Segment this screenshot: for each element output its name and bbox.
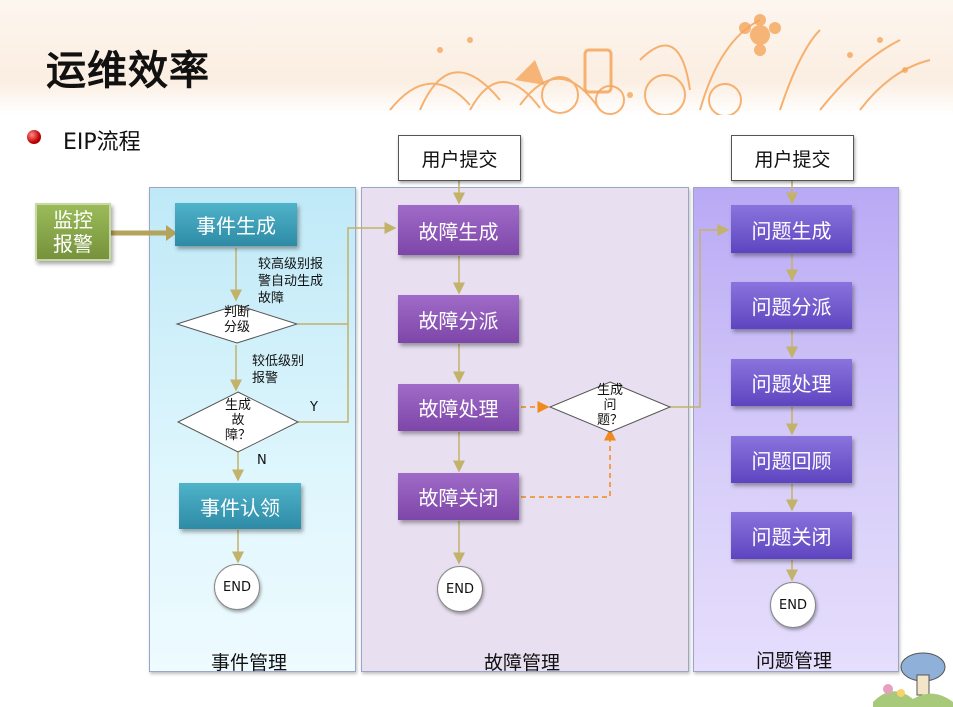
judge-diamond bbox=[175, 304, 299, 344]
decorative-mushroom-illustration bbox=[873, 652, 953, 707]
high-level-alarm-note: 较高级别报 警自动生成 故障 bbox=[258, 256, 323, 307]
judge-diamond-label: 判断 分级 bbox=[207, 305, 267, 335]
event-end-node: END bbox=[214, 564, 260, 610]
gen-fault-line3: 障？ bbox=[224, 428, 251, 443]
fault-lane-label: 故障管理 bbox=[484, 652, 561, 674]
monitoring-alarm-line2: 报警 bbox=[53, 232, 93, 256]
event-claim-box: 事件认领 bbox=[179, 483, 301, 529]
judge-line2: 分级 bbox=[223, 320, 250, 335]
fault-create-box: 故障生成 bbox=[398, 205, 519, 255]
problem-create-box: 问题生成 bbox=[731, 205, 852, 253]
page-title: 运维效率 bbox=[46, 48, 210, 94]
high-note-line3: 故障 bbox=[258, 291, 285, 306]
low-note-line1: 较低级别 bbox=[252, 354, 305, 369]
fault-close-box: 故障关闭 bbox=[398, 473, 519, 520]
problem-end-node: END bbox=[770, 582, 816, 628]
event-lane-label: 事件管理 bbox=[211, 652, 288, 674]
gen-fault-diamond-label: 生成 故 障？ bbox=[208, 398, 268, 443]
fault-assign-box: 故障分派 bbox=[398, 295, 519, 343]
monitoring-alarm-box: 监控 报警 bbox=[35, 203, 111, 261]
gen-problem-diamond-label: 生成 问 题？ bbox=[580, 383, 640, 428]
high-note-line1: 较高级别报 bbox=[258, 257, 324, 272]
gen-problem-line1: 生成 bbox=[596, 383, 623, 398]
fault-end-node: END bbox=[437, 566, 483, 612]
gen-fault-line1: 生成 bbox=[224, 398, 251, 413]
low-level-alarm-note: 较低级别 报警 bbox=[252, 353, 304, 387]
fault-handle-box: 故障处理 bbox=[398, 384, 519, 431]
problem-lane-label: 问题管理 bbox=[756, 650, 833, 672]
problem-review-box: 问题回顾 bbox=[731, 436, 852, 483]
user-submit-problem-box: 用户提交 bbox=[731, 135, 854, 181]
problem-handle-box: 问题处理 bbox=[731, 359, 852, 406]
event-create-box: 事件生成 bbox=[175, 203, 297, 246]
problem-assign-box: 问题分派 bbox=[731, 282, 852, 329]
gen-fault-line2: 故 bbox=[231, 413, 245, 428]
decorative-floral-illustration bbox=[389, 14, 931, 115]
gen-fault-diamond bbox=[176, 391, 300, 453]
judge-line1: 判断 bbox=[223, 305, 250, 320]
bullet-dot-icon bbox=[27, 130, 41, 144]
no-label: N bbox=[257, 453, 267, 468]
gen-problem-diamond bbox=[548, 381, 672, 433]
low-note-line2: 报警 bbox=[252, 371, 279, 386]
yes-label: Y bbox=[310, 400, 318, 415]
problem-close-box: 问题关闭 bbox=[731, 512, 852, 559]
section-label: EIP流程 bbox=[63, 130, 141, 155]
header-banner bbox=[0, 0, 953, 115]
user-submit-fault-box: 用户提交 bbox=[398, 135, 521, 181]
monitoring-alarm-line1: 监控 bbox=[53, 208, 93, 232]
gen-problem-line3: 题？ bbox=[596, 413, 623, 428]
high-note-line2: 警自动生成 bbox=[258, 274, 324, 289]
gen-problem-line2: 问 bbox=[603, 398, 617, 413]
